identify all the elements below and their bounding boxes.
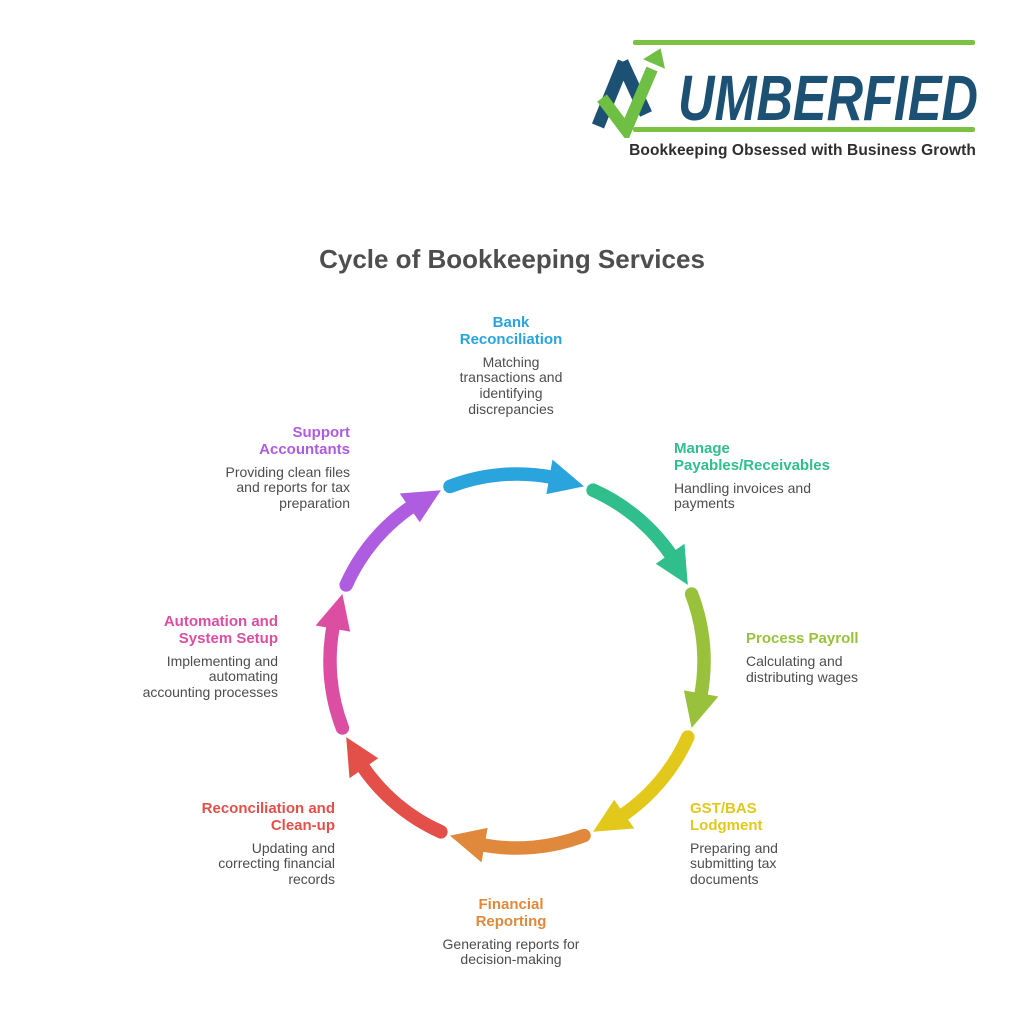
step-process-payroll: Process Payroll Calculating and distribu… [746, 630, 931, 685]
cycle-arc-reconciliation-clean-up [355, 758, 448, 839]
cycle-arrowhead-automation-system-setup [315, 594, 351, 632]
step-label: Process Payroll [746, 630, 859, 647]
cycle-arrowhead-reconciliation-clean-up [346, 737, 379, 779]
step-gst-bas-lodgment: GST/BAS Lodgment Preparing and submittin… [690, 800, 855, 888]
cycle-arc-bank-reconciliation [443, 467, 560, 494]
step-description: Implementing and automating accounting p… [142, 652, 278, 701]
step-manage-payables-receivables: Manage Payables/Receivables Handling inv… [674, 440, 889, 512]
logo-bottom-rule [633, 127, 975, 132]
step-automation-system-setup: Automation and System Setup Implementing… [53, 613, 278, 701]
cycle-arc-process-payroll [684, 587, 711, 704]
step-description: Updating and correcting financial record… [218, 839, 335, 888]
cycle-arrowhead-gst-bas-lodgment [593, 799, 635, 832]
step-description: Preparing and submitting tax documents [690, 839, 778, 888]
page-title: Cycle of Bookkeeping Services [319, 244, 705, 274]
growth-arrow-n-icon [591, 48, 665, 138]
cycle-arc-automation-system-setup [323, 618, 350, 735]
numberfied-wordmark: UMBERFIED [591, 48, 978, 138]
cycle-arrowhead-process-payroll [683, 690, 719, 728]
step-label: Manage Payables/Receivables [674, 440, 830, 474]
cycle-arc-gst-bas-lodgment [614, 730, 695, 823]
logo-tagline: Bookkeeping Obsessed with Business Growt… [629, 142, 976, 159]
wordmark-text: UMBERFIED [678, 62, 978, 134]
step-label: Support Accountants [259, 424, 350, 458]
step-label: GST/BAS Lodgment [690, 800, 763, 834]
step-description: Matching transactions and identifying di… [459, 353, 563, 418]
logo-top-rule [633, 40, 975, 45]
step-description: Handling invoices and payments [674, 479, 811, 512]
step-description: Calculating and distributing wages [746, 652, 859, 685]
cycle-arrowhead-financial-reporting [450, 827, 488, 863]
cycle-arc-support-accountants [339, 499, 420, 592]
step-bank-reconciliation: Bank Reconciliation Matching transaction… [411, 314, 611, 418]
cycle-arc-financial-reporting [474, 828, 591, 855]
step-description: Providing clean files and reports for ta… [225, 463, 350, 512]
cycle-arrowhead-manage-payables-receivables [655, 543, 688, 585]
cycle-arrowhead-bank-reconciliation [546, 459, 584, 495]
step-label: Financial Reporting [475, 896, 547, 930]
step-financial-reporting: Financial Reporting Generating reports f… [411, 896, 611, 968]
step-support-accountants: Support Accountants Providing clean file… [125, 424, 350, 512]
step-description: Generating reports for decision-making [442, 935, 580, 968]
step-label: Automation and System Setup [163, 613, 278, 647]
cycle-arc-manage-payables-receivables [586, 483, 679, 564]
step-reconciliation-clean-up: Reconciliation and Clean-up Updating and… [110, 800, 335, 888]
step-label: Reconciliation and Clean-up [201, 800, 335, 834]
step-label: Bank Reconciliation [459, 314, 563, 348]
cycle-arrowhead-support-accountants [399, 490, 441, 523]
